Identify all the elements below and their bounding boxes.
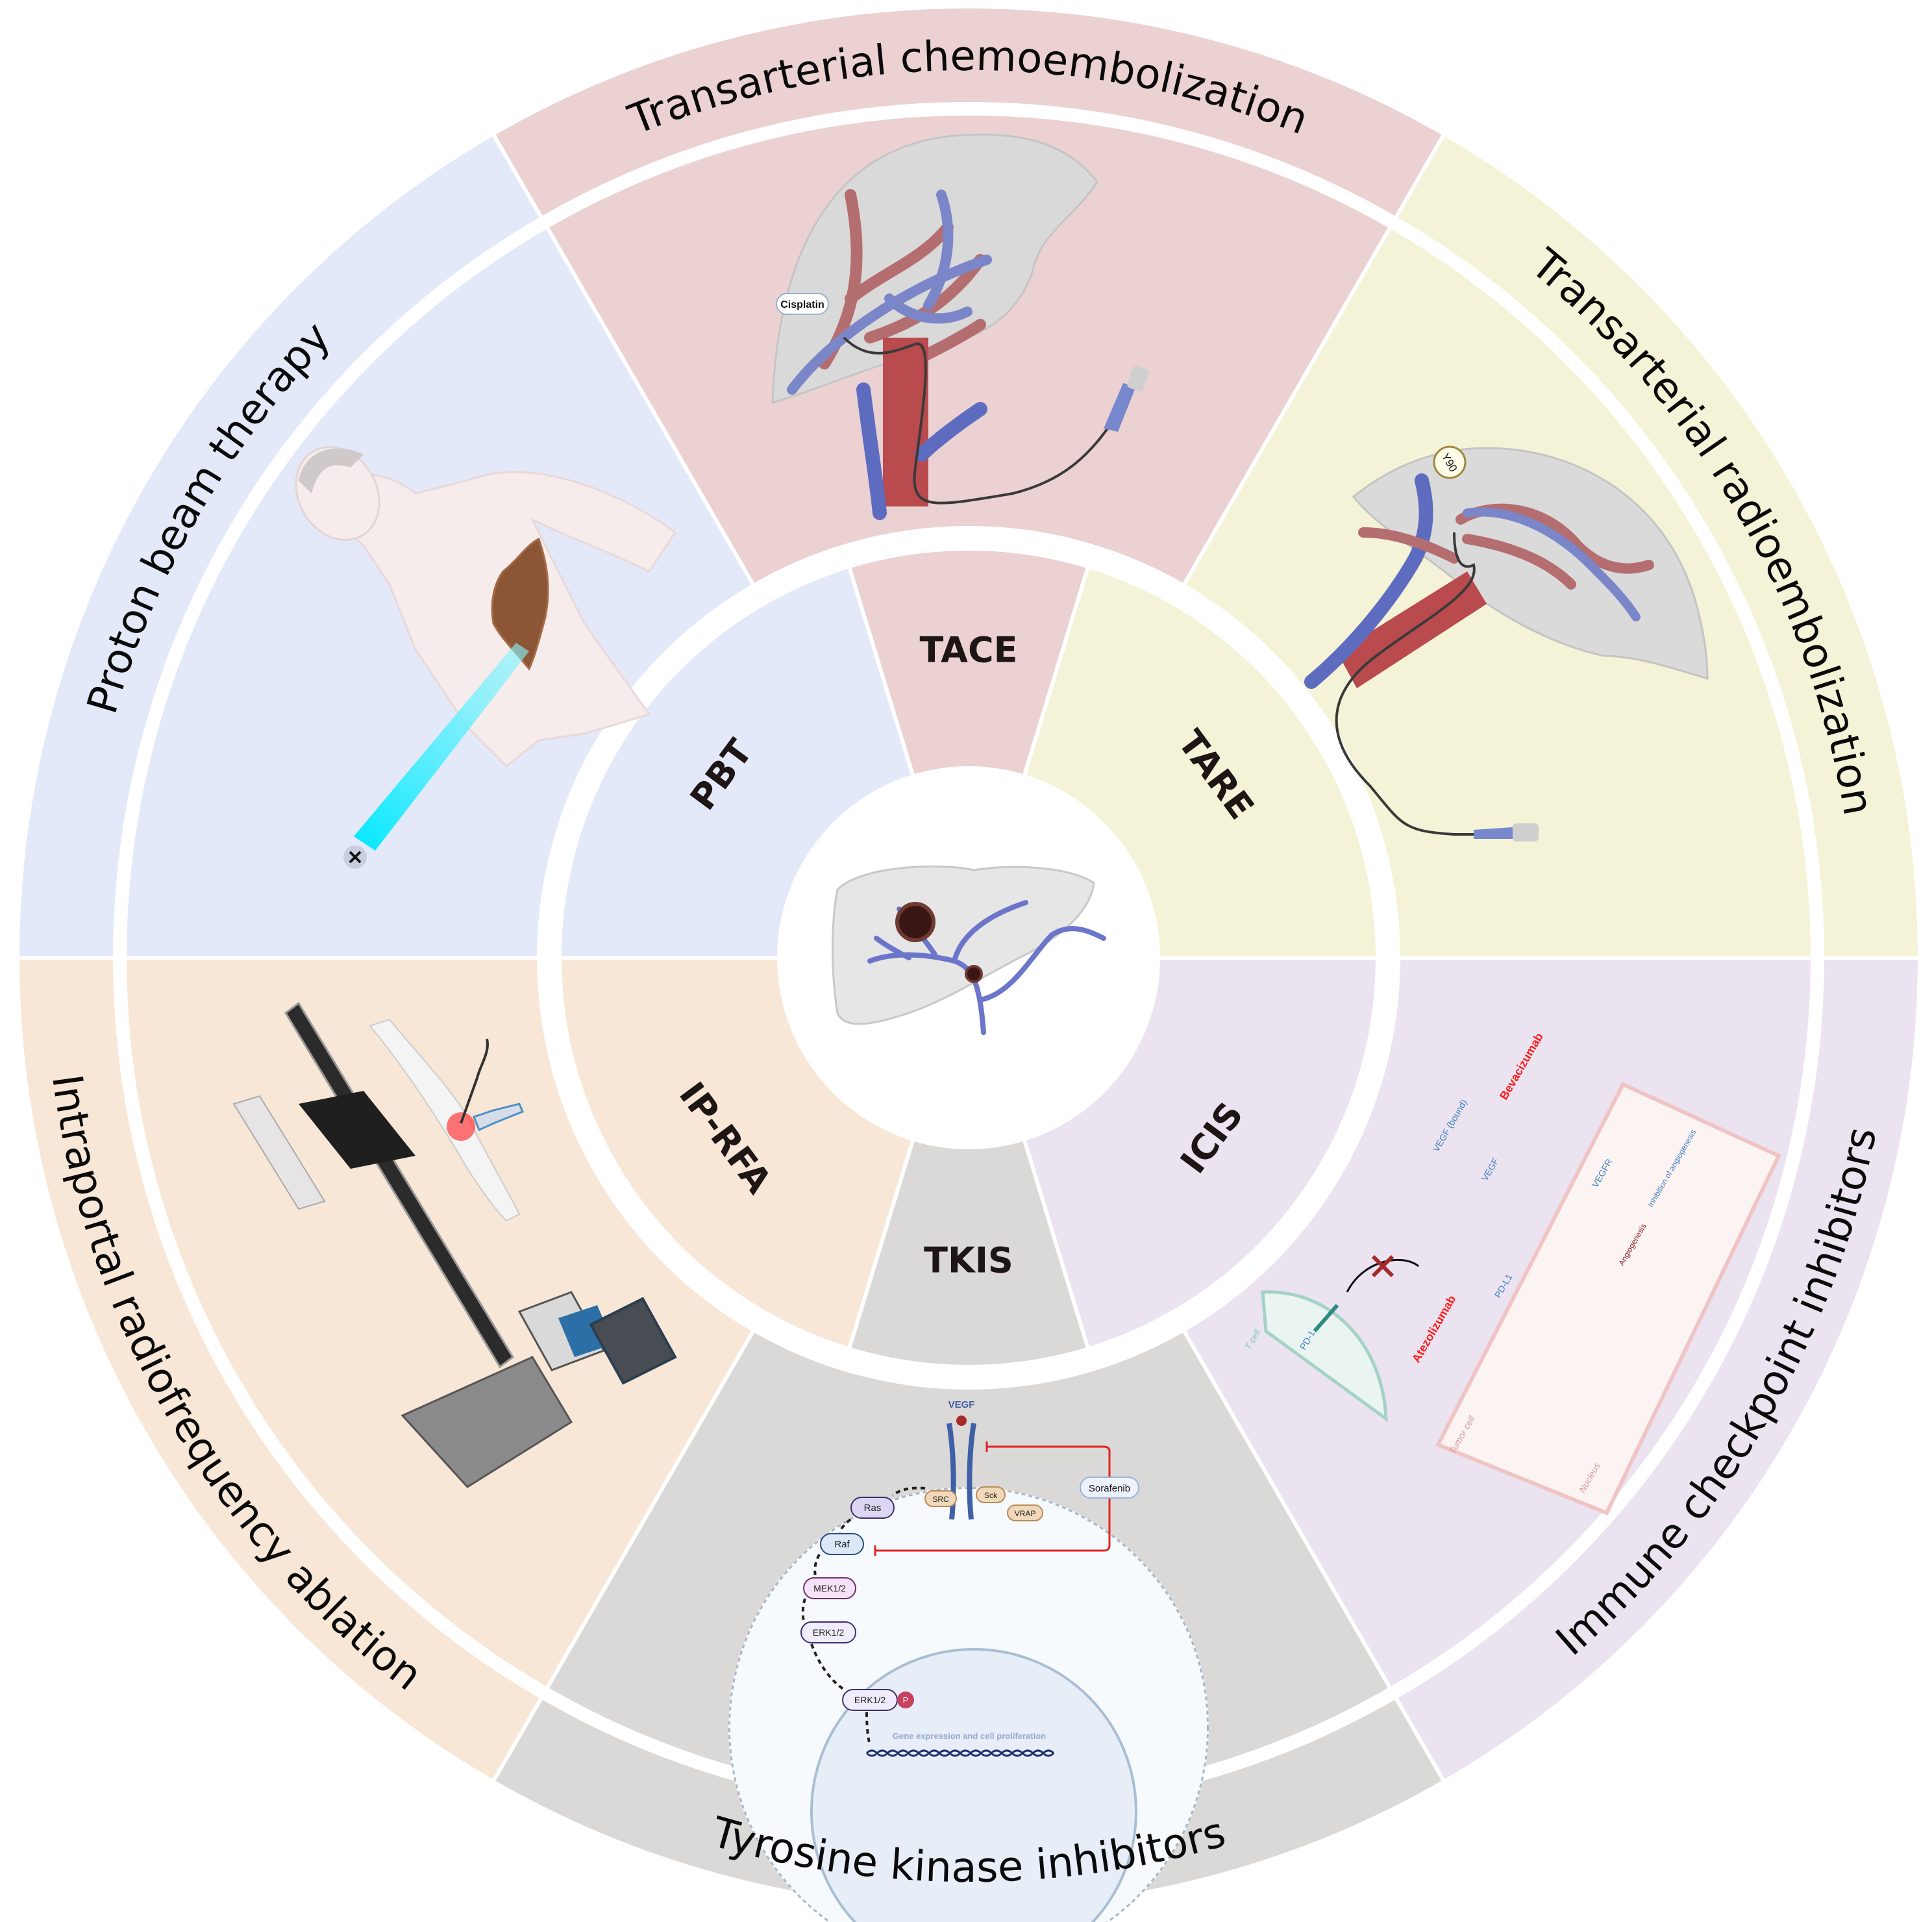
tare-illustration <box>1304 445 1709 842</box>
cisplatin-label: Cisplatin <box>780 299 824 310</box>
gene-expression-label: Gene expression and cell proliferation <box>893 1731 1046 1741</box>
src-node-bg <box>924 1490 957 1507</box>
phosphate-label: P <box>903 1695 909 1705</box>
sck-node-bg <box>976 1486 1006 1503</box>
raf-node-bg <box>820 1533 864 1555</box>
iprfa-illustration <box>232 1001 677 1488</box>
proton-beam <box>354 643 529 851</box>
block-x-icon <box>1371 1254 1394 1278</box>
sorafenib-label: Sorafenib <box>1089 1483 1130 1494</box>
tkis-illustration <box>728 1416 1209 1922</box>
pbt-illustration <box>295 445 677 869</box>
vein-trunk <box>1304 473 1433 689</box>
operating-table-top <box>284 1001 514 1369</box>
outer-ring-sector-pbt <box>15 131 545 960</box>
vegf-receptor <box>947 1423 976 1520</box>
ultrasound-probe <box>473 1103 524 1132</box>
inner-label-tace: TACE <box>920 630 1018 671</box>
portal-vein-branches <box>867 900 1106 1035</box>
middle-ring-sector-tace <box>543 112 1394 588</box>
blocked-interaction-arrow <box>1346 1258 1419 1293</box>
ultrasound-machine <box>401 1291 677 1488</box>
y90-marker-bg <box>1433 445 1467 479</box>
patient-lying <box>369 1018 521 1222</box>
sorafenib-node-bg <box>1080 1477 1139 1499</box>
outer-ring-sector-icis <box>1393 956 1922 1784</box>
sorafenib-inhibits-raf <box>874 1498 1111 1556</box>
inner-ring-sector-iprfa <box>557 956 916 1352</box>
inner-ring-sector-pbt <box>557 564 916 960</box>
ablation-zone <box>447 1112 475 1141</box>
sck-label: Sck <box>984 1491 998 1500</box>
mek-label: MEK1/2 <box>813 1583 846 1593</box>
icis-illustration <box>1261 1082 1782 1516</box>
tace-illustration <box>771 133 1149 520</box>
beam-source-x <box>349 851 362 864</box>
pd1-receptor <box>1313 1304 1339 1332</box>
erk-phospho-label: ERK1/2 <box>854 1695 886 1705</box>
inner-ring-sector-tare <box>1021 564 1380 960</box>
mek-node-bg <box>803 1577 856 1599</box>
table-base <box>232 1095 326 1210</box>
inner-label-tkis: TKIS <box>924 1240 1013 1281</box>
dna-helix <box>865 1749 1055 1757</box>
catheter-hub <box>1104 383 1136 432</box>
ras-label: Ras <box>864 1503 882 1514</box>
outer-ring-sector-iprfa <box>15 956 545 1784</box>
tumor-cell <box>1435 1082 1782 1516</box>
patient-hair <box>299 448 364 493</box>
ras-node-bg <box>850 1497 895 1519</box>
tkis-vegf-label: VEGF <box>948 1399 975 1410</box>
patient-body <box>303 471 677 768</box>
inner-ring-sector-tace <box>847 547 1091 779</box>
catheter <box>843 336 1118 505</box>
portal-vein-thrombus <box>965 965 983 983</box>
table-column <box>299 1091 415 1169</box>
center-liver-illustration <box>832 865 1106 1035</box>
nucleus <box>810 1648 1137 1922</box>
vein-branches <box>787 190 992 395</box>
vegf-ligand <box>956 1416 967 1426</box>
raf-label: Raf <box>834 1539 850 1550</box>
vein-branches <box>1463 507 1641 621</box>
inner-ring-sector-icis <box>1021 956 1380 1352</box>
cisplatin-tag-bg <box>776 293 829 315</box>
cascade-arrows <box>801 1486 926 1746</box>
portal-vein <box>856 382 987 520</box>
rfa-needle <box>460 1038 489 1124</box>
catheter-hub <box>1474 827 1513 839</box>
phosphate-icon <box>897 1691 914 1708</box>
artery-branches <box>819 189 986 369</box>
catheter-connector <box>1513 823 1539 842</box>
vrap-node-bg <box>1007 1504 1043 1521</box>
src-label: SRC <box>932 1495 949 1504</box>
outer-ring-sector-tare <box>1393 131 1922 960</box>
erk-node-bg <box>800 1621 856 1643</box>
vrap-label: VRAP <box>1015 1509 1036 1518</box>
sorafenib-inhibits-receptor <box>985 1442 1111 1477</box>
catheter-connector <box>1127 366 1149 392</box>
tumor-mass <box>895 902 935 942</box>
inner-ring-sector-tkis <box>847 1136 1091 1369</box>
erk-label: ERK1/2 <box>813 1627 844 1638</box>
t-cell <box>1261 1290 1388 1423</box>
diseased-liver <box>491 537 549 671</box>
catheter <box>1335 532 1476 836</box>
